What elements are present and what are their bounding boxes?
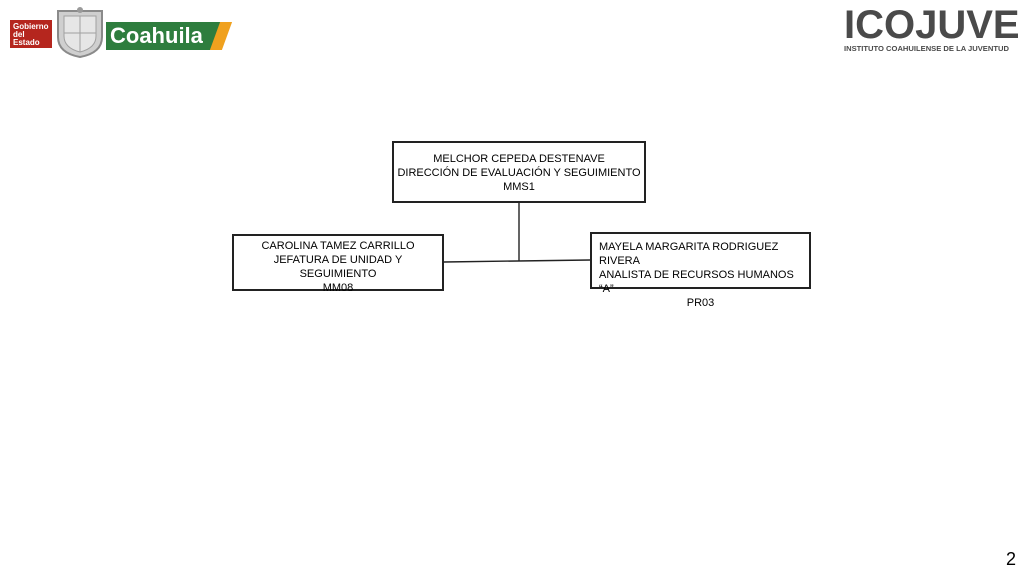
node-name: MELCHOR CEPEDA DESTENAVE <box>433 153 605 165</box>
gobierno-badge-line2: del Estado <box>13 30 40 47</box>
node-position: JEFATURA DE UNIDAD Y SEGUIMIENTO <box>273 254 403 280</box>
org-node-analista: MAYELA MARGARITA RODRIGUEZ RIVERA ANALIS… <box>590 232 811 309</box>
org-node-jefatura: CAROLINA TAMEZ CARRILLO JEFATURA DE UNID… <box>232 234 444 294</box>
node-name: CAROLINA TAMEZ CARRILLO <box>261 240 415 252</box>
node-name: MAYELA MARGARITA RODRIGUEZ RIVERA <box>599 241 779 267</box>
org-node-director: MELCHOR CEPEDA DESTENAVE DIRECCIÓN DE EV… <box>392 141 646 203</box>
icojuve-title: ICOJUVE <box>844 3 1020 47</box>
node-code: PR03 <box>686 297 715 309</box>
coahuila-wordmark: Coahuila <box>106 22 221 50</box>
icojuve-logo: ICOJUVE INSTITUTO COAHUILENSE DE LA JUVE… <box>844 3 1020 56</box>
page-number: 2 <box>1005 549 1016 569</box>
node-code: MM08 <box>322 282 354 294</box>
node-position: ANALISTA DE RECURSOS HUMANOS “A” <box>599 269 794 295</box>
node-code: MMS1 <box>503 181 535 193</box>
icojuve-subtitle: INSTITUTO COAHUILENSE DE LA JUVENTUD <box>844 44 1009 53</box>
coat-of-arms-icon <box>57 7 103 59</box>
node-position: DIRECCIÓN DE EVALUACIÓN Y SEGUIMIENTO <box>397 167 641 179</box>
connector-horizontal <box>443 259 591 263</box>
gobierno-coahuila-logo: Gobierno del Estado Coahuila <box>10 7 221 59</box>
gobierno-badge: Gobierno del Estado <box>10 20 52 48</box>
gobierno-badge-line1: Gobierno <box>13 22 49 31</box>
